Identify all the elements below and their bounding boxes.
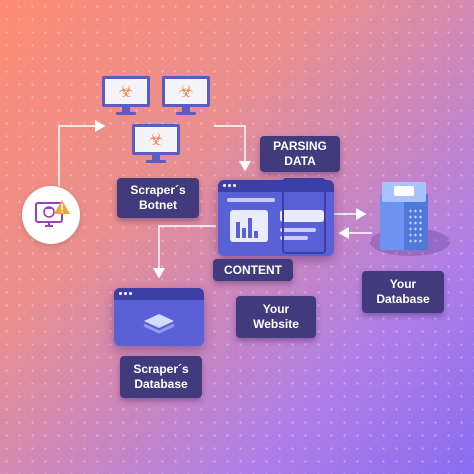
scraper-alert-icon (35, 200, 70, 227)
scraper-database-window (114, 288, 204, 346)
botnet-monitor-3: ☣ (132, 124, 180, 164)
stack-layers-icon (143, 314, 175, 334)
label-your-website: Your Website (236, 296, 316, 338)
botnet-monitor-2: ☣ (162, 76, 210, 116)
biohazard-icon: ☣ (178, 82, 194, 101)
label-scrapers-database: Scraper´s Database (120, 356, 202, 398)
label-your-database: Your Database (362, 271, 444, 313)
arrow-website-to-scraper-db (153, 225, 216, 279)
label-content: CONTENT (213, 259, 293, 281)
label-parsing-data: PARSING DATA (260, 136, 340, 172)
biohazard-icon: ☣ (148, 130, 164, 149)
label-scrapers-botnet: Scraper´s Botnet (117, 178, 199, 218)
website-window-overlay (282, 178, 326, 254)
your-database-server (370, 182, 450, 262)
biohazard-icon: ☣ (118, 82, 134, 101)
website-window (218, 180, 334, 256)
arrow-botnet-to-website (214, 125, 251, 172)
arrow-alert-to-botnet (58, 120, 106, 186)
botnet-monitor-1: ☣ (102, 76, 150, 116)
security-alert-badge (22, 186, 80, 244)
chart-widget (230, 210, 268, 242)
